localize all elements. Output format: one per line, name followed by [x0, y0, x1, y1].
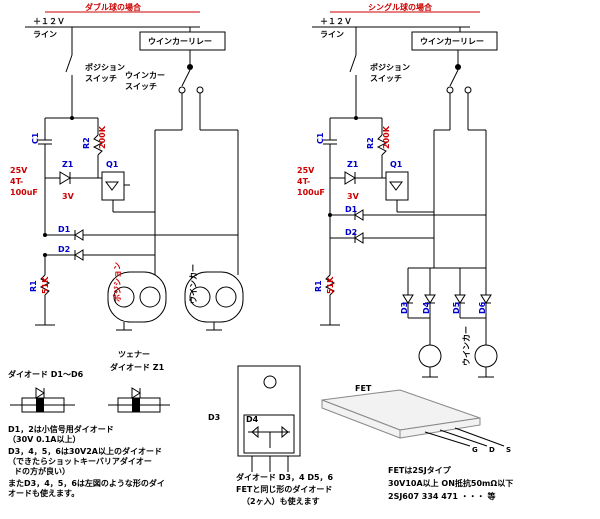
left-lamp-pos-label: ポジション: [112, 262, 122, 302]
note-2: D3，4，5，6は30V2A以上のダイオード: [8, 446, 162, 456]
right-pos-switch-label: ポジション: [370, 62, 410, 72]
left-12v-label2: ライン: [33, 30, 57, 39]
fet-note-1: FETは2SJタイプ: [388, 465, 452, 475]
left-winker-relay: [139, 31, 226, 51]
left-c1-label: C1: [31, 132, 40, 144]
right-r1-label: R1: [314, 280, 323, 292]
left-circuit: ダブル球の場合 ＋１２Ｖ ライン ウインカーリレー ポジション スイッチ ウイン…: [10, 2, 244, 331]
zener-title2: ダイオード Z1: [110, 362, 165, 372]
fet-pin-s: S: [506, 446, 511, 454]
right-r1-value: 51K: [326, 276, 335, 294]
fet-pin-d: D: [489, 446, 495, 454]
right-d5-label: D5: [452, 301, 461, 314]
left-win-switch-label2: スイッチ: [125, 82, 157, 91]
left-win-switch-label: ウインカー: [125, 71, 165, 80]
note-3: またD3，4，5，6は左図のような形のダイ: [8, 478, 165, 488]
pkg-note-3: （2ヶ入）も使えます: [242, 496, 320, 506]
fet-pin-g: G: [472, 446, 478, 454]
note-1: D1，2は小信号用ダイオード: [8, 424, 114, 434]
pkg-note-2: FETと同じ形のダイオード: [236, 484, 332, 494]
note-1b: （30V 0.1A以上）: [8, 434, 80, 444]
left-relay-label: ウインカーリレー: [148, 37, 212, 46]
right-cap-c: 100uF: [297, 188, 325, 197]
right-c1-label: C1: [316, 132, 325, 144]
left-d2-label: D2: [58, 245, 70, 254]
left-z1-label: Z1: [62, 160, 74, 169]
right-pos-switch-label2: スイッチ: [370, 74, 402, 83]
left-lamp-1: [107, 271, 167, 323]
pkg-d3-label: D3: [208, 413, 220, 422]
zener-title: ツェナー: [118, 350, 150, 359]
right-r2-label: R2: [366, 137, 375, 149]
right-circuit: シングル球の場合 ＋１２Ｖ ライン ウインカーリレー ポジション スイッチ C1…: [297, 2, 498, 378]
diode-package: [237, 365, 301, 457]
right-z1-label: Z1: [347, 160, 359, 169]
left-r2-label: R2: [82, 137, 91, 149]
right-cap-v: 25V: [297, 166, 315, 175]
note-2c: ドの方が良い）: [14, 466, 70, 476]
right-title: シングル球の場合: [368, 2, 433, 12]
note-2b: （できたらショットキーバリアダイオー: [8, 456, 152, 466]
right-12v-label: ＋１２Ｖ: [320, 17, 352, 26]
left-r2-value: 200K: [98, 125, 107, 149]
left-q1-fet: [101, 171, 125, 201]
right-lamp-2: [474, 344, 498, 368]
right-zener-v: 3V: [347, 192, 360, 201]
right-lamp-1: [418, 344, 442, 368]
left-q1-label: Q1: [106, 160, 119, 169]
left-r1-value: 51K: [41, 276, 50, 294]
right-q1-fet: [385, 171, 409, 201]
fet-note-2: 30V10A以上 ON抵抗50mΩ以下: [388, 478, 513, 488]
right-cap-a: 4T-: [297, 177, 310, 186]
left-zener-v: 3V: [62, 192, 75, 201]
right-d3-label: D3: [400, 302, 409, 314]
pkg-d4-label: D4: [246, 415, 259, 424]
right-r2-value: 200K: [382, 125, 391, 149]
left-d1-label: D1: [58, 225, 71, 234]
right-d6-label: D6: [478, 301, 487, 314]
fet-note-3: 2SJ607 334 471 ・・・ 等: [388, 491, 496, 501]
right-d4-label: D4: [422, 301, 431, 314]
right-lamp-win-label: ウインカー: [462, 326, 471, 366]
fet-title: FET: [355, 384, 372, 393]
right-relay-label: ウインカーリレー: [420, 37, 484, 46]
left-pos-switch-label: ポジション: [85, 62, 125, 72]
right-winker-relay: [411, 31, 498, 51]
left-cap-a: 4T-: [10, 177, 23, 186]
left-r1-label: R1: [29, 280, 38, 292]
right-d1-label: D1: [345, 205, 358, 214]
left-title: ダブル球の場合: [85, 2, 142, 12]
left-pos-switch-label2: スイッチ: [85, 74, 117, 83]
left-lamp-win-label: ウインカー: [189, 264, 198, 304]
pkg-note-1: ダイオード D3，4 D5，6: [236, 472, 334, 482]
left-12v-label: ＋１２Ｖ: [33, 17, 65, 26]
diode-title: ダイオード D1～D6: [8, 369, 84, 379]
legend-area: ダイオード D1～D6 ツェナー ダイオード Z1 D1，2は小信号用ダイオード…: [8, 350, 513, 506]
right-q1-label: Q1: [390, 160, 403, 169]
right-d2-label: D2: [345, 228, 357, 237]
right-12v-label2: ライン: [320, 30, 344, 39]
note-3b: オードも使えます。: [8, 488, 79, 498]
left-cap-c: 100uF: [10, 188, 38, 197]
left-cap-v: 25V: [10, 166, 28, 175]
